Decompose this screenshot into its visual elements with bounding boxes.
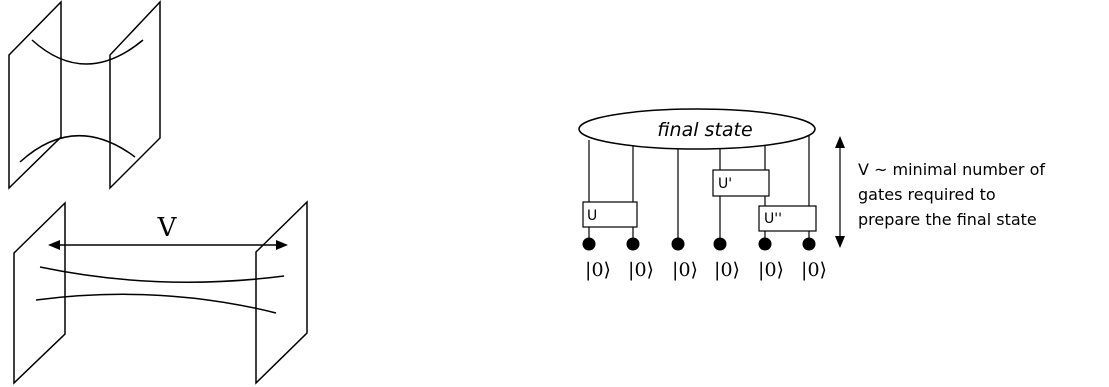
- distance-arrowhead-right: [276, 240, 288, 250]
- top-left-sheet: [8, 0, 62, 190]
- distance-arrowhead-left: [48, 240, 60, 250]
- annotation-line-2: gates required to: [858, 185, 996, 204]
- qubit-label-1: |0⟩: [585, 259, 611, 281]
- qubit-labels: |0⟩ |0⟩ |0⟩ |0⟩ |0⟩ |0⟩: [585, 259, 827, 281]
- gate-u-label: U: [587, 208, 597, 224]
- top-right-sheet: [109, 0, 161, 190]
- qubit-label-3: |0⟩: [672, 259, 698, 281]
- qubit-label-6: |0⟩: [801, 259, 827, 281]
- bottom-right-sheet: [255, 200, 308, 385]
- bottom-distance-diagram: [13, 200, 308, 385]
- qubit-dots: [582, 237, 816, 251]
- qubit-label-2: |0⟩: [628, 259, 654, 281]
- gate-u-prime-label: U': [718, 176, 732, 192]
- qubit-dot-5: [758, 237, 772, 251]
- bottom-lower-curve: [35, 293, 277, 314]
- qubit-dot-6: [802, 237, 816, 251]
- top-lower-throat-curve: [19, 135, 136, 163]
- qubit-dot-1: [582, 237, 596, 251]
- qubit-dot-2: [626, 237, 640, 251]
- qubit-label-4: |0⟩: [714, 259, 740, 281]
- top-upper-throat-curve: [31, 39, 144, 65]
- final-state-ellipse: [578, 108, 816, 150]
- gate-u-double-prime-label: U'': [764, 211, 782, 227]
- bottom-upper-curve: [39, 266, 285, 283]
- top-wormhole-diagram: [8, 0, 161, 190]
- annotation-line-1: V ~ minimal number of: [858, 160, 1045, 179]
- gate-u-double-prime-box: U'': [758, 205, 817, 232]
- annotation-text: V ~ minimal number of gates required to …: [858, 160, 1045, 229]
- qubit-dot-4: [713, 237, 727, 251]
- annotation-line-3: prepare the final state: [858, 210, 1037, 229]
- depth-arrow: [835, 136, 845, 248]
- depth-arrowhead-bottom: [835, 236, 845, 248]
- distance-label: V: [157, 213, 178, 243]
- depth-arrowhead-top: [835, 136, 845, 148]
- qubit-label-5: |0⟩: [758, 259, 784, 281]
- gate-u-prime-box: U': [712, 169, 770, 197]
- final-state-label: final state: [657, 119, 752, 141]
- qubit-dot-3: [671, 237, 685, 251]
- bottom-left-sheet: [13, 201, 66, 385]
- gate-u-box: U: [582, 201, 638, 228]
